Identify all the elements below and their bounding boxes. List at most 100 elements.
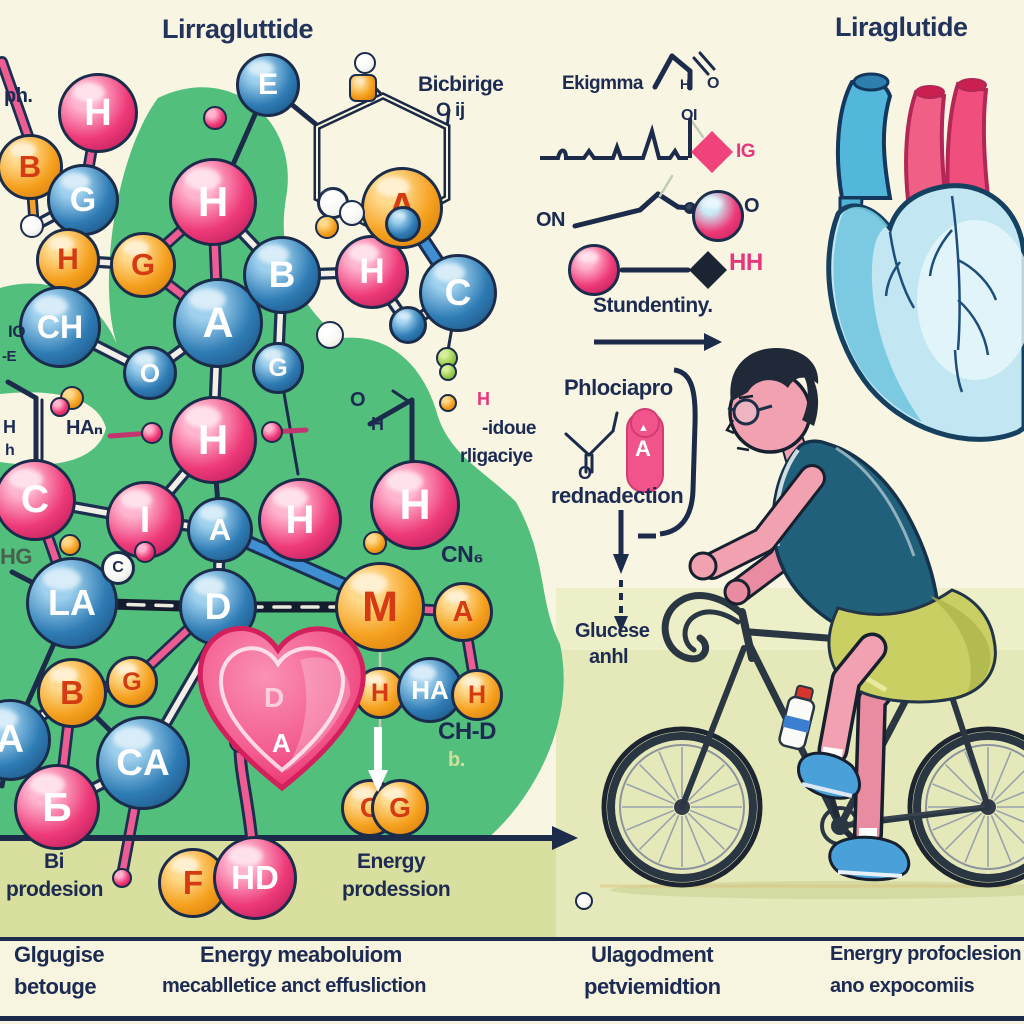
atom-label: H (359, 252, 385, 291)
atom-label: I (139, 499, 151, 540)
title-right: Liraglutide (835, 12, 968, 42)
heart-veins (884, 195, 998, 393)
label-e-dash: -E (2, 348, 17, 365)
label-h2-left: h (5, 442, 15, 459)
label-idoue: -idoue (482, 418, 537, 439)
atom-label: B (60, 674, 84, 711)
atom-dot (261, 421, 283, 443)
loveheart-letter-d: D (264, 682, 284, 713)
atom-label: H (399, 480, 431, 529)
atom-dot (134, 541, 156, 563)
label-o-aldehyde: O (350, 389, 366, 411)
atom-label: H (197, 416, 229, 463)
bicycle-and-cyclist (600, 348, 1024, 899)
capsule-arrow-tip: ▲ (638, 422, 649, 434)
caption-4b: ano expocomiis (830, 975, 975, 997)
label-h-aldehyde: H (371, 414, 384, 434)
atom-label: M (362, 582, 398, 631)
bracket (638, 367, 698, 539)
label-h-pink: H (477, 389, 490, 409)
label-rligaciye: rligaciye (460, 446, 533, 467)
cyclist-near-arm (688, 464, 826, 606)
atom-label: CA (116, 742, 170, 783)
atom-b: B (243, 236, 321, 314)
label-bicbirige: Bicbirige (418, 73, 504, 96)
label-ig: IG (736, 141, 756, 162)
atom-label: D (204, 586, 232, 627)
atom-label: A (202, 298, 234, 347)
atom-dot (203, 106, 227, 130)
label-rednadection: rednadection (551, 483, 684, 508)
love-heart (197, 626, 366, 792)
atom-dot (349, 74, 377, 102)
caption-2a: Energy meaboluiom (200, 942, 402, 967)
atom-dot (568, 244, 620, 296)
stundentiny-arrow (594, 333, 722, 351)
caption-3b: petviemidtion (584, 974, 721, 999)
atom-label: O (139, 357, 161, 388)
label-prodession: prodession (342, 878, 451, 901)
label-stundentiny: Stundentiny. (593, 294, 713, 317)
atom-label: G (268, 353, 288, 382)
atom-label: H (285, 497, 315, 542)
atom-label: H (467, 680, 487, 709)
atom-label: H (197, 178, 229, 225)
atom-label: C (444, 272, 472, 313)
atom-label: HA (411, 674, 449, 705)
label-h-ekigmma: H (680, 76, 690, 92)
atom-label: G (69, 180, 97, 219)
big-horizontal-arrow (0, 826, 578, 850)
label-o-ij: O ij (436, 100, 465, 121)
glasses-icon (732, 398, 760, 426)
label-ph: ph. (4, 85, 33, 107)
loveheart-letter-a: A (272, 728, 291, 758)
atom-dot (112, 868, 132, 888)
label-b-pale: b. (448, 749, 465, 771)
caption-4a: Energry profoclesion (830, 943, 1022, 965)
atom-dot (315, 215, 339, 239)
atom-dot (50, 397, 70, 417)
atom-dot (692, 190, 744, 242)
atom-dot (575, 892, 593, 910)
atom-label: B (18, 149, 42, 184)
label-ch-d: CH-D (438, 718, 497, 745)
atom-label: B (268, 254, 296, 295)
label-io: IO (8, 322, 25, 341)
cyclist-near-leg (797, 632, 888, 800)
cyclist-eyebrow (738, 394, 754, 400)
atom-dot (363, 531, 387, 555)
label-o-ekigmma: O (707, 75, 719, 92)
cyclist-mouth (736, 446, 750, 452)
caption-3a: Ulagodment (591, 942, 714, 967)
cyclist-nose (725, 419, 735, 435)
white-down-arrow (368, 727, 388, 792)
label-cn6: CN₆ (441, 541, 484, 567)
atom-e: E (236, 53, 300, 117)
atom-c: C (419, 254, 497, 332)
capsule-letter-a: A (635, 436, 651, 461)
label-o-row: O (744, 195, 760, 217)
atom-dot (354, 52, 376, 74)
label-energy: Energy (357, 850, 426, 873)
atom-label: C (112, 559, 124, 576)
label-anhl: anhl (589, 646, 629, 668)
pink-diamond (691, 131, 733, 173)
label-hh: HH (729, 249, 763, 276)
hd-pink-tube-core (236, 747, 256, 843)
atom-label: A (452, 595, 474, 628)
label-glucese: Glucese (575, 620, 650, 642)
atom-label: LA (48, 582, 96, 623)
atom-label: F (182, 864, 204, 901)
ecg-trace (540, 118, 692, 160)
atom-a: A (433, 582, 493, 642)
atom-label: H (370, 678, 390, 707)
label-hg: HG (0, 544, 33, 569)
atom-label: CH (36, 308, 84, 345)
atom-f: F (158, 848, 228, 918)
water-bottle (778, 684, 816, 751)
atom-label: E (257, 68, 278, 101)
label-ha-sub: HAₙ (66, 417, 103, 439)
caption-1a: Glgugise (14, 942, 105, 967)
atom-label: A (0, 718, 25, 761)
atom-label: H (84, 91, 112, 134)
